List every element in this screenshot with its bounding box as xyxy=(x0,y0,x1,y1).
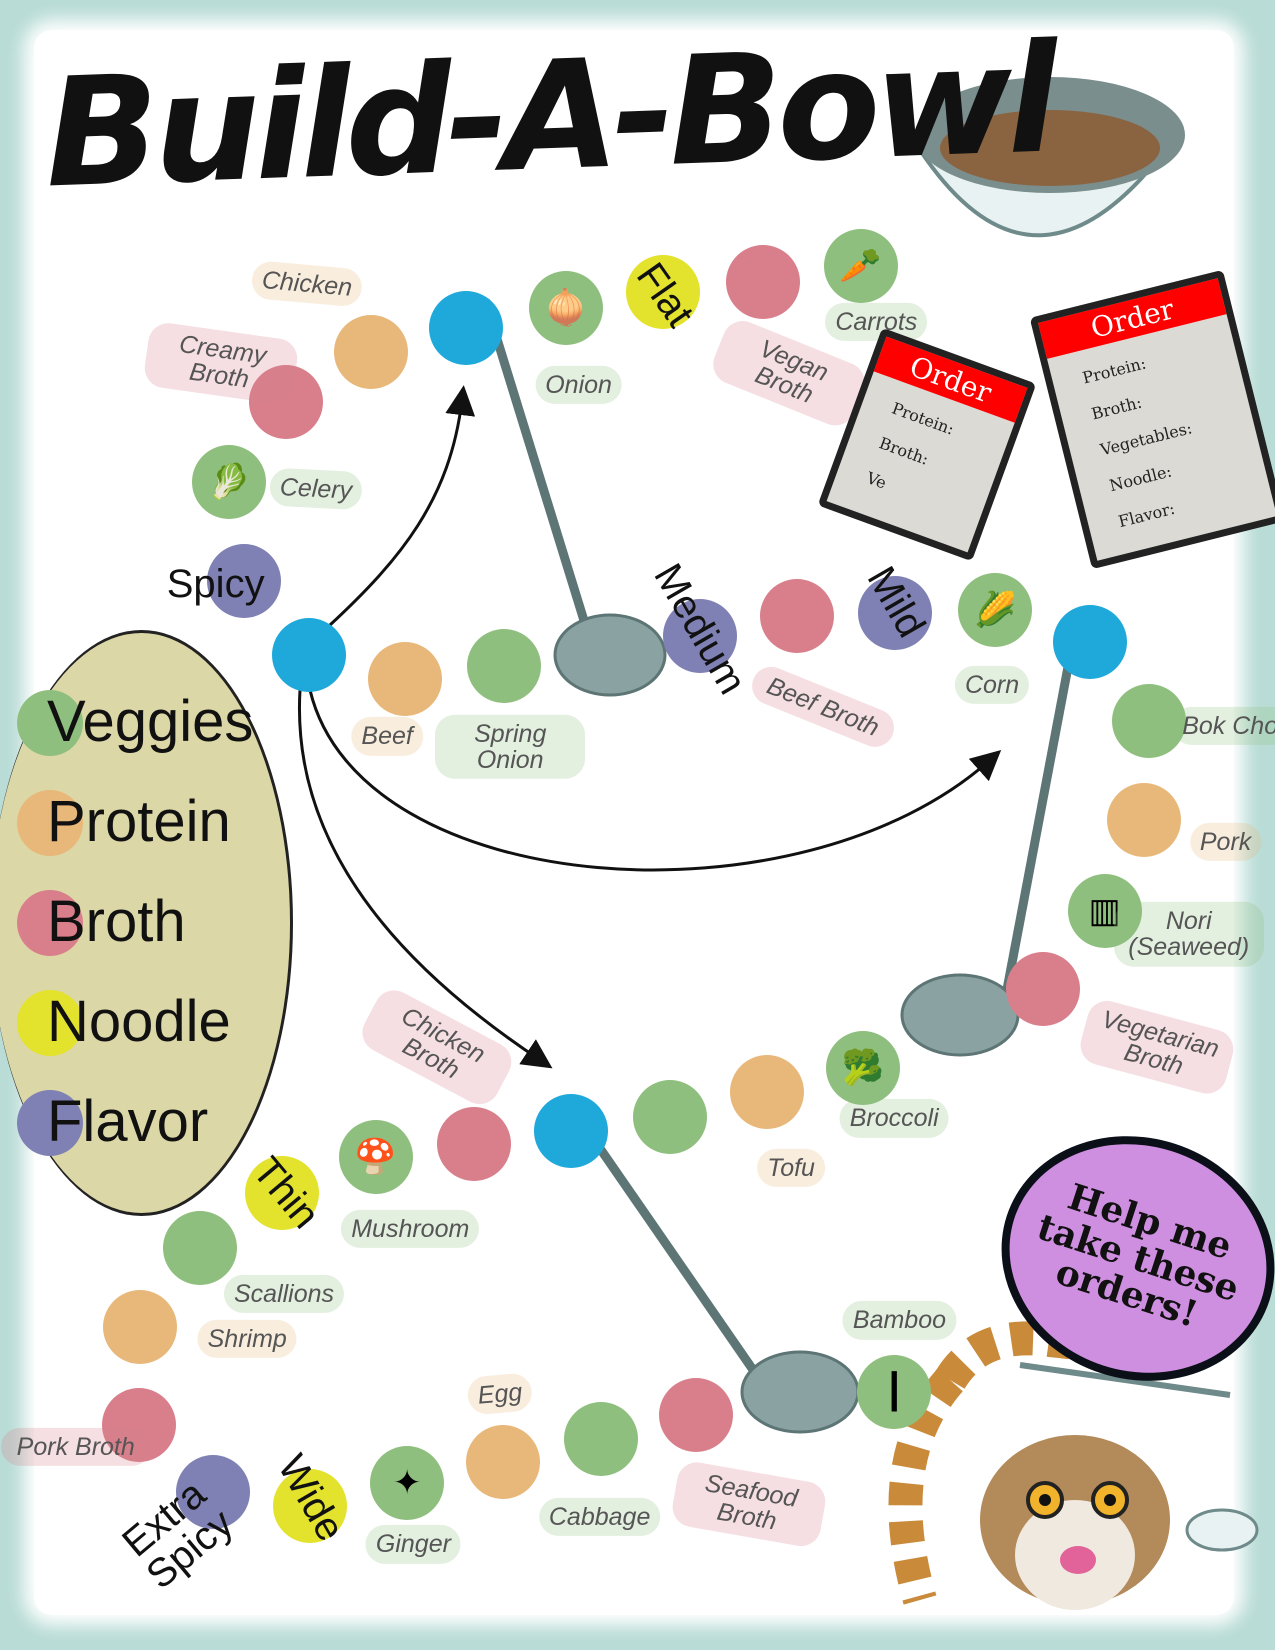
board-space-flavor xyxy=(207,543,282,618)
legend-item-broth: Broth xyxy=(17,888,186,956)
board-space-veg xyxy=(162,1210,237,1285)
start-space xyxy=(429,291,504,366)
legend-item-noodle: Noodle xyxy=(17,988,231,1056)
legend-item-protein: Protein xyxy=(17,788,231,856)
space-label: Spicy xyxy=(166,561,265,606)
space-label: Nori (Seaweed) xyxy=(1113,901,1264,967)
board-space-flavor xyxy=(858,576,933,651)
space-label: Pork xyxy=(1189,822,1262,861)
broccoli-icon: 🥦 xyxy=(841,1048,884,1087)
board-space-veg: 🍄 xyxy=(338,1120,413,1195)
legend-dot xyxy=(17,690,83,756)
mushroom-icon: 🍄 xyxy=(354,1138,397,1177)
space-label: Celery xyxy=(268,467,363,511)
lemur-icon xyxy=(888,1321,1259,1610)
board-space-protein xyxy=(729,1054,804,1129)
space-label: Scallions xyxy=(224,1274,345,1314)
space-label: Cabbage xyxy=(538,1497,661,1537)
page-title: Build-A-Bowl xyxy=(42,12,1056,222)
board-space-veg: 🥦 xyxy=(825,1030,900,1105)
corn-icon: 🌽 xyxy=(974,591,1017,630)
board-space-broth xyxy=(659,1377,734,1452)
board-space-veg xyxy=(563,1402,638,1477)
space-label: Broccoli xyxy=(839,1099,949,1138)
space-label: Pork Broth xyxy=(0,1427,151,1466)
legend-dot xyxy=(17,790,83,856)
ginger-icon: ✦ xyxy=(392,1464,422,1503)
board-space-veg: 🥬 xyxy=(192,444,267,519)
space-label: Carrots xyxy=(825,302,928,342)
celery-icon: 🥬 xyxy=(208,462,251,501)
space-label: Corn xyxy=(954,665,1030,704)
arrow-to-bottom-ladle xyxy=(297,689,553,1069)
legend-label: Broth xyxy=(47,889,186,954)
legend-item-veg: Veggies xyxy=(17,688,254,756)
legend-label: Noodle xyxy=(47,989,231,1054)
legend-label: Protein xyxy=(47,789,231,854)
carrot-icon: 🥕 xyxy=(839,247,882,286)
legend-label: Veggies xyxy=(47,689,254,754)
start-space xyxy=(272,618,347,693)
board-space-broth xyxy=(437,1106,512,1181)
board-space-noodle xyxy=(625,255,700,330)
board-space-protein xyxy=(1106,782,1181,857)
soup-bowl-icon xyxy=(915,77,1185,238)
nori-icon: ▥ xyxy=(1088,892,1121,931)
space-label: Bok Choi xyxy=(1172,706,1275,745)
board-space-broth xyxy=(725,244,800,319)
onion-icon: 🧅 xyxy=(544,289,588,328)
board-space-veg xyxy=(633,1080,708,1155)
legend-dot xyxy=(17,890,83,956)
board-space-veg: 🌽 xyxy=(958,573,1033,648)
board-space-veg: 🥕 xyxy=(823,229,898,304)
ladle-icon xyxy=(900,629,1080,1057)
space-label: Onion xyxy=(535,365,622,405)
bamboo-icon: ┃ xyxy=(883,1372,905,1411)
board-space-flavor xyxy=(175,1454,250,1529)
start-space xyxy=(534,1093,609,1168)
board-space-broth xyxy=(101,1388,176,1463)
arrow-to-top-ladle xyxy=(328,385,476,627)
legend-item-flavor: Flavor xyxy=(17,1088,209,1156)
space-label: Ginger xyxy=(365,1525,461,1564)
space-label: Beef xyxy=(351,717,423,756)
board-space-protein xyxy=(465,1425,540,1500)
space-label: Spring Onion xyxy=(435,714,586,780)
board-space-veg: ✦ xyxy=(370,1446,445,1521)
space-label: Shrimp xyxy=(197,1320,297,1359)
board-space-protein xyxy=(334,315,409,390)
space-label: Bamboo xyxy=(842,1301,957,1340)
space-label: Mushroom xyxy=(341,1209,480,1248)
board-space-veg: 🧅 xyxy=(528,271,603,346)
ladle-icon xyxy=(480,298,667,697)
legend-label: Flavor xyxy=(47,1089,209,1154)
board-space-veg: ┃ xyxy=(857,1354,932,1429)
board-space-veg xyxy=(1111,683,1186,758)
board-space-broth xyxy=(760,579,835,654)
space-label: Tofu xyxy=(757,1148,825,1187)
board-space-protein xyxy=(102,1289,177,1364)
board-space-broth xyxy=(249,364,324,439)
board-space-flavor xyxy=(662,599,737,674)
board-space-veg xyxy=(466,628,541,703)
legend-dot xyxy=(17,990,83,1056)
board-space-noodle xyxy=(273,1469,348,1544)
board-space-protein xyxy=(368,641,443,716)
board-space-veg: ▥ xyxy=(1067,874,1142,949)
board-space-broth xyxy=(1005,951,1080,1026)
start-space xyxy=(1052,604,1127,679)
arrow-to-right-ladle xyxy=(308,689,1002,872)
board-space-noodle xyxy=(244,1155,319,1230)
legend-dot xyxy=(17,1090,83,1156)
